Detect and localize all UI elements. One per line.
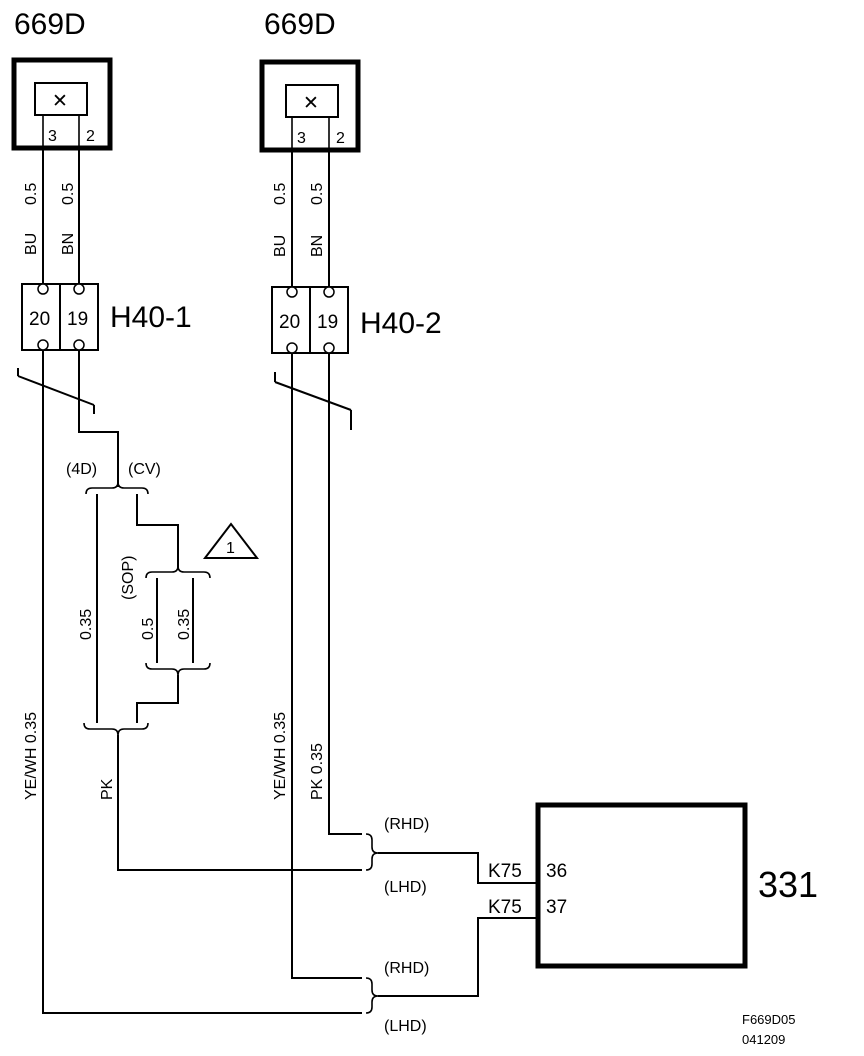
left-connector-label: 669D xyxy=(14,8,86,41)
h40-1-pin-20: 20 xyxy=(29,309,50,330)
module-331-label: 331 xyxy=(758,864,818,905)
left-pk-upper-wire xyxy=(78,350,119,487)
right-bn-color: BN xyxy=(309,235,326,257)
pin-37-wire xyxy=(378,917,538,997)
left-twist-marker xyxy=(17,375,95,406)
left-bn-size: 0.5 xyxy=(60,183,77,205)
left-bn-color: BN xyxy=(60,233,77,255)
left-bu-size: 0.5 xyxy=(23,183,40,205)
sop-size-a: 0.5 xyxy=(140,618,157,640)
lower-rhd-label: (RHD) xyxy=(384,960,429,977)
h40-2-pin-20: 20 xyxy=(279,312,300,333)
sop-size-b: 0.35 xyxy=(176,609,193,640)
h40-1-label: H40-1 xyxy=(110,301,192,334)
h40-1-pin-19: 19 xyxy=(67,309,88,330)
right-pk-label: PK 0.35 xyxy=(309,743,326,800)
left-pk-label: PK xyxy=(99,778,116,800)
upper-lhd-label: (LHD) xyxy=(384,879,427,896)
module-331-box xyxy=(535,802,748,969)
left-bu-color: BU xyxy=(23,233,40,255)
warning-triangle-icon: 1 xyxy=(202,522,260,559)
right-connector: ✕ 3 2 xyxy=(259,59,361,153)
variant-brace-bottom xyxy=(83,722,149,736)
h40-2-connector: 20 19 xyxy=(271,286,349,354)
right-yewh-label: YE/WH 0.35 xyxy=(272,712,289,800)
figure-date: 041209 xyxy=(742,1032,785,1047)
h40-2-pin-19: 19 xyxy=(317,312,338,333)
pin-37-number: 37 xyxy=(546,897,567,918)
left-pk-lower-wire xyxy=(117,735,362,871)
lower-lhd-label: (LHD) xyxy=(384,1018,427,1035)
sop-merge-wire xyxy=(136,675,179,723)
right-bu-color: BU xyxy=(272,235,289,257)
variant-cv: (CV) xyxy=(128,461,161,478)
upper-junction-brace xyxy=(365,833,379,871)
sop-brace-bottom xyxy=(145,662,211,676)
left-pin-3: 3 xyxy=(48,128,57,145)
h40-2-label: H40-2 xyxy=(360,307,442,340)
left-pin-2: 2 xyxy=(86,128,95,145)
left-yewh-label: YE/WH 0.35 xyxy=(23,712,40,800)
right-connector-label: 669D xyxy=(264,8,336,41)
left-connector-x-mark: ✕ xyxy=(52,91,68,112)
variant-brace-top xyxy=(85,481,149,495)
left-yewh-wire xyxy=(42,350,362,1014)
pin-37-connector: K75 xyxy=(488,897,522,918)
variant-4d-size: 0.35 xyxy=(78,609,95,640)
pin-36-wire xyxy=(378,852,538,884)
right-bu-size: 0.5 xyxy=(272,183,289,205)
h40-1-connector: 20 19 xyxy=(21,283,99,351)
right-bn-size: 0.5 xyxy=(309,183,326,205)
variant-4d: (4D) xyxy=(66,461,97,478)
warning-number: 1 xyxy=(226,540,235,557)
pin-36-connector: K75 xyxy=(488,861,522,882)
variant-sop: (SOP) xyxy=(120,556,137,600)
right-pin-2: 2 xyxy=(336,130,345,147)
left-connector: ✕ 3 2 xyxy=(11,57,113,151)
lower-junction-brace xyxy=(365,977,379,1014)
right-pin-3: 3 xyxy=(297,130,306,147)
pin-36-number: 36 xyxy=(546,861,567,882)
variant-cv-wire xyxy=(136,494,179,568)
right-yewh-wire xyxy=(291,353,362,979)
right-twist-marker xyxy=(274,381,352,411)
right-pk-wire xyxy=(328,353,362,835)
upper-rhd-label: (RHD) xyxy=(384,816,429,833)
sop-brace-top xyxy=(145,565,211,579)
figure-code: F669D05 xyxy=(742,1012,795,1027)
right-connector-x-mark: ✕ xyxy=(303,93,319,114)
